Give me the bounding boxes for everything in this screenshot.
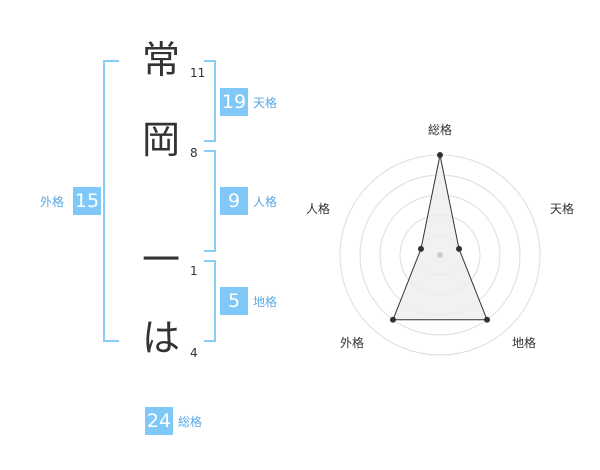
- tenkaku-label: 天格: [253, 96, 278, 110]
- stroke-count-4: 4: [190, 346, 198, 360]
- jinkaku-score: 9: [220, 187, 248, 215]
- gaikaku-bracket: [103, 60, 119, 342]
- stroke-count-2: 8: [190, 146, 198, 160]
- radar-label-left: 人格: [306, 201, 330, 216]
- radar-point-top: [437, 152, 443, 158]
- radar-polygon: [392, 154, 488, 321]
- radar-points: [389, 152, 491, 323]
- name-char-1: 常: [141, 38, 180, 82]
- tenkaku-bracket: [204, 60, 216, 142]
- chikaku-score: 5: [220, 287, 248, 315]
- name-char-2: 岡: [141, 118, 180, 162]
- gaikaku-score: 15: [73, 187, 101, 215]
- radar-point-right: [456, 245, 463, 252]
- chikaku-bracket: [204, 260, 216, 342]
- radar-point-bottom-left: [389, 316, 396, 323]
- jinkaku-label: 人格: [253, 195, 278, 209]
- name-char-3: 一: [141, 238, 180, 282]
- radar-label-top: 総格: [428, 122, 452, 137]
- gaikaku-label: 外格: [40, 195, 65, 209]
- soukaku-label: 総格: [178, 415, 203, 429]
- jinkaku-bracket: [204, 150, 216, 252]
- radar-point-left: [417, 245, 424, 252]
- soukaku-score: 24: [145, 407, 173, 435]
- stroke-count-3: 1: [190, 264, 198, 278]
- radar-label-bottom-right: 地格: [512, 335, 536, 350]
- chikaku-label: 地格: [253, 295, 278, 309]
- stroke-count-1: 11: [190, 66, 206, 80]
- name-char-4: は: [141, 316, 180, 360]
- radar-point-bottom-right: [484, 316, 491, 323]
- radar-label-right: 天格: [550, 201, 574, 216]
- radar-label-bottom-left: 外格: [340, 335, 364, 350]
- radar-center-dot: [437, 252, 443, 258]
- tenkaku-score: 19: [220, 88, 248, 116]
